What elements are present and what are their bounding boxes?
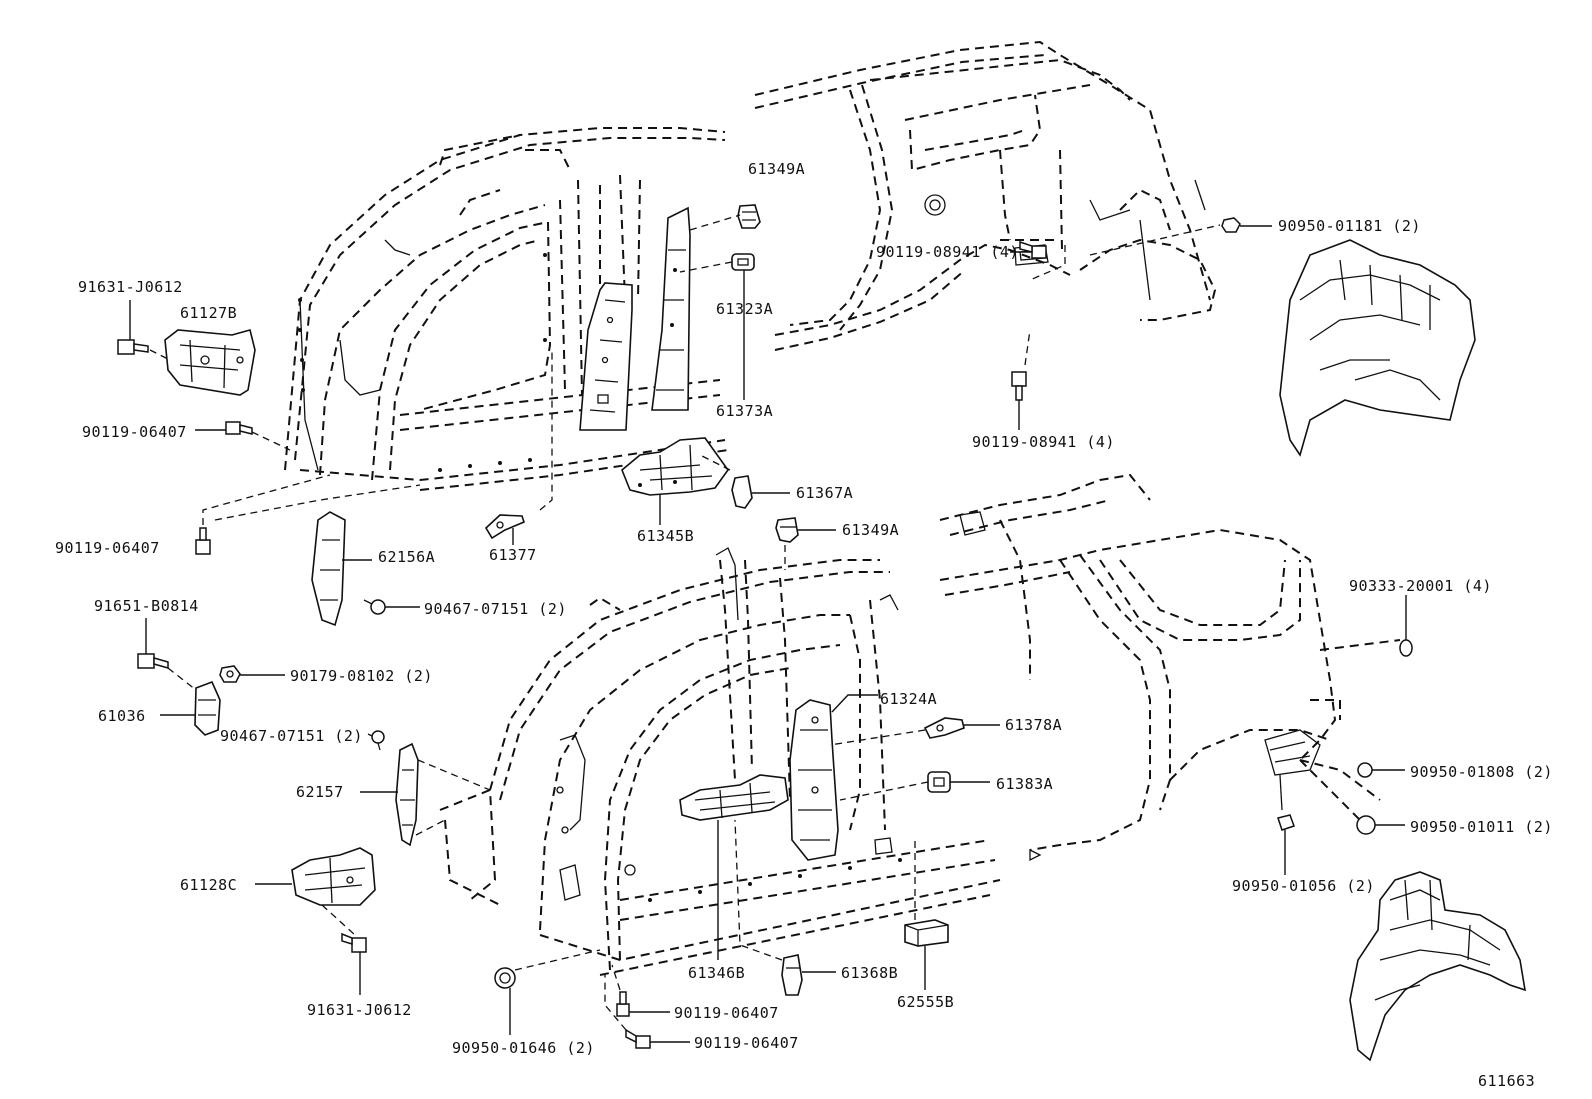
label-90950-01808: 90950-01808 (2) [1410,763,1553,781]
bolt-90119-08941-a [1010,240,1047,259]
label-90950-01181: 90950-01181 (2) [1278,217,1421,235]
bolt-90119-06407-b [195,474,421,555]
grommet-90950-01011 [1356,815,1405,835]
label-90950-01056: 90950-01056 (2) [1232,877,1375,895]
bracket-61036 [160,680,221,736]
label-61367A: 61367A [796,484,854,502]
part-62555B [904,840,949,990]
upper-quarter-outer-panel [754,40,1221,366]
lower-side-inner-panel [439,547,1001,976]
bolt-90119-06407-c [611,964,670,1017]
bracket-61349A-mid [775,517,836,570]
label-90119-08941-a: 90119-08941 (4) [876,243,1019,261]
label-61378A: 61378A [1005,716,1063,734]
label-91651-B0814: 91651-B0814 [94,597,199,615]
bolt-90119-08941-b [1011,371,1027,430]
bracket-61127B [164,329,256,396]
label-90119-08941-b: 90119-08941 (4) [972,433,1115,451]
b-pillar-inner-61324A [789,694,878,861]
label-62157: 62157 [296,783,344,801]
label-61377: 61377 [489,546,537,564]
part-61373A [679,253,755,400]
label-90950-01646: 90950-01646 (2) [452,1039,595,1057]
grommet-90950-01056 [1277,814,1295,875]
label-62156A: 62156A [378,548,436,566]
label-61349A-mid: 61349A [842,521,900,539]
label-90333-20001: 90333-20001 (4) [1349,577,1492,595]
label-61383A: 61383A [996,775,1054,793]
label-90179-08102: 90179-08102 (2) [290,667,433,685]
bracket-61349A-top [689,204,761,231]
clip-90467-07151-b [367,730,385,751]
part-61377 [484,350,553,545]
bolt-90119-06407-a [195,421,291,451]
lower-quarter-inner-panel [939,473,1401,862]
label-61128C: 61128C [180,876,238,894]
upper-wheelhouse-liner [1279,239,1476,457]
label-62555B: 62555B [897,993,955,1011]
trim-62157 [360,742,491,847]
bracket-61367A [699,454,790,509]
label-91631-J0612-top: 91631-J0612 [78,278,183,296]
bolt-91631-J0612-top [117,300,171,361]
nut-90179-08102 [219,665,285,683]
part-61345B [621,437,729,525]
lower-wheelhouse-liner [1349,871,1527,1062]
label-61127B: 61127B [180,304,238,322]
grommet-90950-01646 [494,949,601,1035]
part-61383A [839,771,990,801]
label-91631-J0612-bottom: 91631-J0612 [307,1001,412,1019]
grommet-90950-01808 [1357,762,1405,778]
label-90467-07151-a: 90467-07151 (2) [424,600,567,618]
clip-90333-20001 [1399,595,1413,657]
label-61036: 61036 [98,707,146,725]
label-61346B: 61346B [688,964,746,982]
label-90119-06407-a: 90119-06407 [82,423,187,441]
bolt-91651-B0814 [137,618,197,691]
label-61349A-top: 61349A [748,160,806,178]
label-61373A: 61373A [716,402,774,420]
upper-side-outer-panel [284,127,729,491]
label-90467-07151-b: 90467-07151 (2) [220,727,363,745]
label-61323A: 61323A [716,300,774,318]
label-90119-06407-b: 90119-06407 [55,539,160,557]
inner-pillar-piece [651,206,691,411]
b-pillar-reinforcement-61323A [579,282,633,431]
label-61324A: 61324A [880,690,938,708]
label-61368B: 61368B [841,964,899,982]
nut-90950-01181 [1221,217,1272,233]
bracket-61128C [255,847,376,936]
label-61345B: 61345B [637,527,695,545]
bolt-90119-06407-d [604,975,690,1049]
diagram-id: 611663 [1478,1072,1536,1090]
label-90119-06407-d: 90119-06407 [694,1034,799,1052]
part-61346B [679,774,789,960]
clip-90467-07151-a [363,599,420,615]
label-90950-01011: 90950-01011 (2) [1410,818,1553,836]
label-90119-06407-c: 90119-06407 [674,1004,779,1022]
trim-62156A [311,511,372,627]
bracket-61368B [734,819,836,996]
part-61378A [829,717,1000,746]
bolt-91631-J0612-bottom [341,932,367,995]
